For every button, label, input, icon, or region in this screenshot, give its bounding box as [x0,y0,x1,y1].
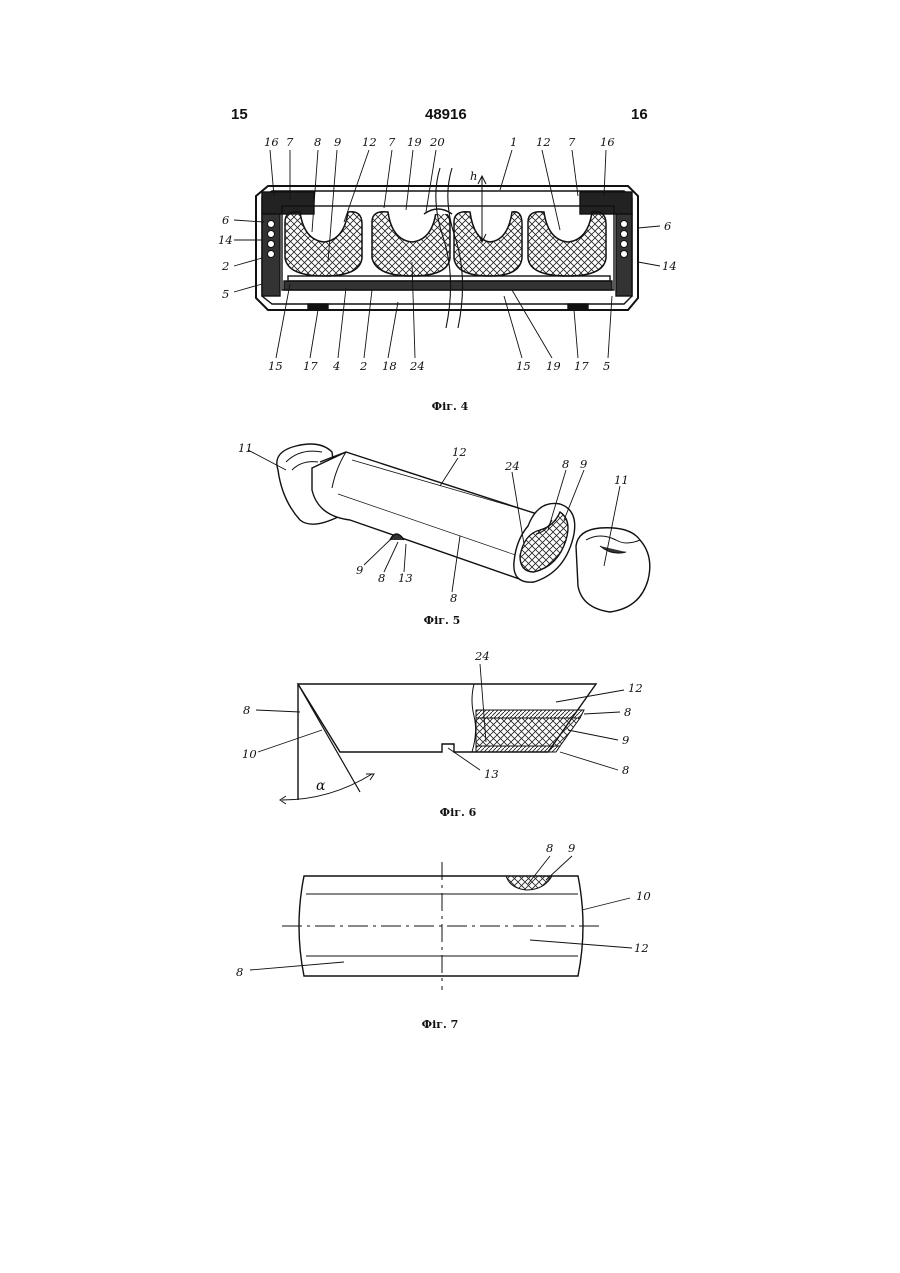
fig4-label: 12 [362,135,377,149]
fig5-label: 9 [580,457,587,471]
fig4-label: 1 [510,135,517,149]
fig4-label: 5 [603,359,610,373]
figure-5 [248,444,650,612]
fig7-label: 10 [636,889,651,903]
fig4-label: 15 [516,359,531,373]
fig6-label: 10 [242,747,257,761]
fig4-label: 9 [334,135,341,149]
fig5-label: 24 [504,459,520,473]
fig6-label: 8 [243,703,250,717]
fig4-label: 12 [536,135,551,149]
fig7-label: 8 [546,841,553,855]
fig4-label: 16 [264,135,279,149]
fig4-label: 14 [218,233,233,247]
fig5-label: 8 [450,591,457,605]
fig4-label: 7 [388,135,396,149]
fig4-label: 4 [332,359,340,373]
fig4-label: 2 [221,259,229,273]
figure-4 [234,150,660,358]
fig5-label: 11 [614,473,629,487]
fig7-label: 8 [236,965,243,979]
fig4-label: 6 [222,213,229,227]
fig5-label: 13 [398,571,413,585]
fig6-label: 13 [484,767,499,781]
fig6-label: 9 [622,733,629,747]
fig4-label: 14 [662,259,677,273]
fig7-label: 9 [568,841,575,855]
figure-6 [256,664,624,804]
fig4-label: 15 [268,359,283,373]
fig6-label: 8 [622,763,629,777]
fig6-label: 12 [628,681,643,695]
fig4-label: 19 [407,135,422,149]
fig4-label: 6 [664,219,671,233]
fig4-label: 19 [546,359,561,373]
fig5-label: 9 [356,563,363,577]
fig6-label: α [316,778,326,794]
fig4-label: 5 [222,287,229,301]
fig4-label: 2 [359,359,367,373]
fig4-label: 18 [382,359,397,373]
fig4-label: h [470,169,477,183]
fig4-label: 7 [568,135,576,149]
fig5-label: 8 [562,457,569,471]
fig6-label: 24 [474,649,490,663]
fig4-label: 8 [314,135,321,149]
figure-5-caption: Фіг. 5 [382,614,502,627]
fig6-label: 8 [624,705,631,719]
figure-4-caption: Фіг. 4 [390,400,510,413]
figure-6-caption: Фіг. 6 [398,806,518,819]
fig5-label: 12 [452,445,467,459]
figure-7-caption: Фіг. 7 [380,1018,500,1031]
figure-7 [250,856,632,990]
fig4-label: 16 [600,135,615,149]
fig4-label: 24 [409,359,425,373]
fig4-label: 20 [429,135,445,149]
fig4-label: 17 [574,359,589,373]
fig7-label: 12 [634,941,649,955]
fig5-label: 11 [238,441,253,455]
fig5-label: 8 [378,571,385,585]
fig4-label: 7 [286,135,294,149]
fig4-label: 17 [303,359,318,373]
